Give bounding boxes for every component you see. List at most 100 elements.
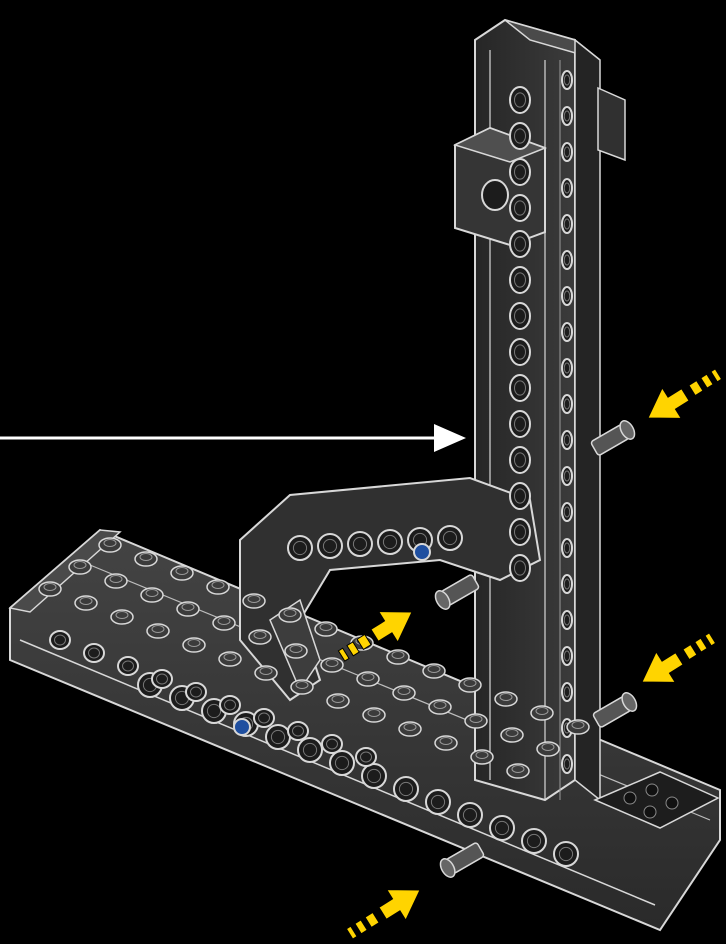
beam-hole: [510, 483, 530, 509]
stud: [459, 678, 481, 692]
beam-hole: [562, 503, 572, 521]
beam-hole: [510, 231, 530, 257]
beam-hole: [490, 816, 514, 840]
stud: [147, 624, 169, 638]
blue-pin: [234, 719, 250, 735]
beam-hole: [330, 751, 354, 775]
stud: [321, 658, 343, 672]
beam-hole: [562, 611, 572, 629]
beam-hole: [288, 722, 308, 740]
beam-hole: [510, 267, 530, 293]
stud: [507, 764, 529, 778]
stud: [279, 608, 301, 622]
stud: [435, 736, 457, 750]
beam-hole: [288, 536, 312, 560]
stud: [537, 742, 559, 756]
stud: [285, 644, 307, 658]
stud: [567, 720, 589, 734]
stud: [393, 686, 415, 700]
beam-hole: [562, 71, 572, 89]
stud: [363, 708, 385, 722]
stud: [255, 666, 277, 680]
beam-hole: [298, 738, 322, 762]
stud: [399, 722, 421, 736]
stud: [387, 650, 409, 664]
base-beam-front: [10, 530, 720, 930]
stud: [465, 714, 487, 728]
stud: [171, 566, 193, 580]
beam-hole: [562, 395, 572, 413]
stud: [249, 630, 271, 644]
stud: [243, 594, 265, 608]
beam-hole: [378, 530, 402, 554]
beam-hole: [562, 215, 572, 233]
stud: [141, 588, 163, 602]
beam-hole: [510, 447, 530, 473]
beam-hole: [362, 764, 386, 788]
beam-hole: [510, 519, 530, 545]
insertion-arrow: [638, 359, 726, 434]
stud: [471, 750, 493, 764]
beam-hole: [84, 644, 104, 662]
beam-hole: [118, 657, 138, 675]
insertion-arrow: [632, 623, 721, 698]
beam-hole: [562, 251, 572, 269]
stud: [105, 574, 127, 588]
beam-hole: [522, 829, 546, 853]
beam-hole: [510, 303, 530, 329]
beam-hole: [510, 555, 530, 581]
beam-hole: [152, 670, 172, 688]
stud: [531, 706, 553, 720]
beam-hole: [562, 107, 572, 125]
beam-hole: [562, 575, 572, 593]
gray-pin: [432, 572, 480, 611]
beam-hole: [562, 287, 572, 305]
beam-hole: [554, 842, 578, 866]
beam-hole: [562, 143, 572, 161]
stud: [111, 610, 133, 624]
beam-hole: [510, 339, 530, 365]
beam-hole: [562, 359, 572, 377]
stud: [495, 692, 517, 706]
beam-hole: [510, 195, 530, 221]
beam-hole: [254, 709, 274, 727]
stud: [315, 622, 337, 636]
beam-hole: [562, 647, 572, 665]
beam-hole: [426, 790, 450, 814]
beam-hole: [50, 631, 70, 649]
beam-hole: [220, 696, 240, 714]
beam-hole: [266, 725, 290, 749]
beam-hole: [458, 803, 482, 827]
beam-hole: [318, 534, 342, 558]
stud: [357, 672, 379, 686]
beam-hole: [510, 123, 530, 149]
beam-hole: [562, 683, 572, 701]
stud: [213, 616, 235, 630]
stud: [183, 638, 205, 652]
stud: [219, 652, 241, 666]
stud: [423, 664, 445, 678]
beam-hole: [562, 431, 572, 449]
beam-hole: [510, 375, 530, 401]
blue-pin: [414, 544, 430, 560]
beam-hole: [186, 683, 206, 701]
stud: [39, 582, 61, 596]
beam-hole: [394, 777, 418, 801]
stud: [429, 700, 451, 714]
beam-hole: [322, 735, 342, 753]
stud: [501, 728, 523, 742]
stud: [207, 580, 229, 594]
beam-hole: [348, 532, 372, 556]
beam-hole: [438, 526, 462, 550]
beam-hole: [356, 748, 376, 766]
beam-hole: [562, 755, 572, 773]
stud: [177, 602, 199, 616]
beam-hole: [562, 539, 572, 557]
beam-hole: [510, 159, 530, 185]
beam-hole: [510, 87, 530, 113]
stud: [75, 596, 97, 610]
beam-hole: [510, 411, 530, 437]
stud: [69, 560, 91, 574]
